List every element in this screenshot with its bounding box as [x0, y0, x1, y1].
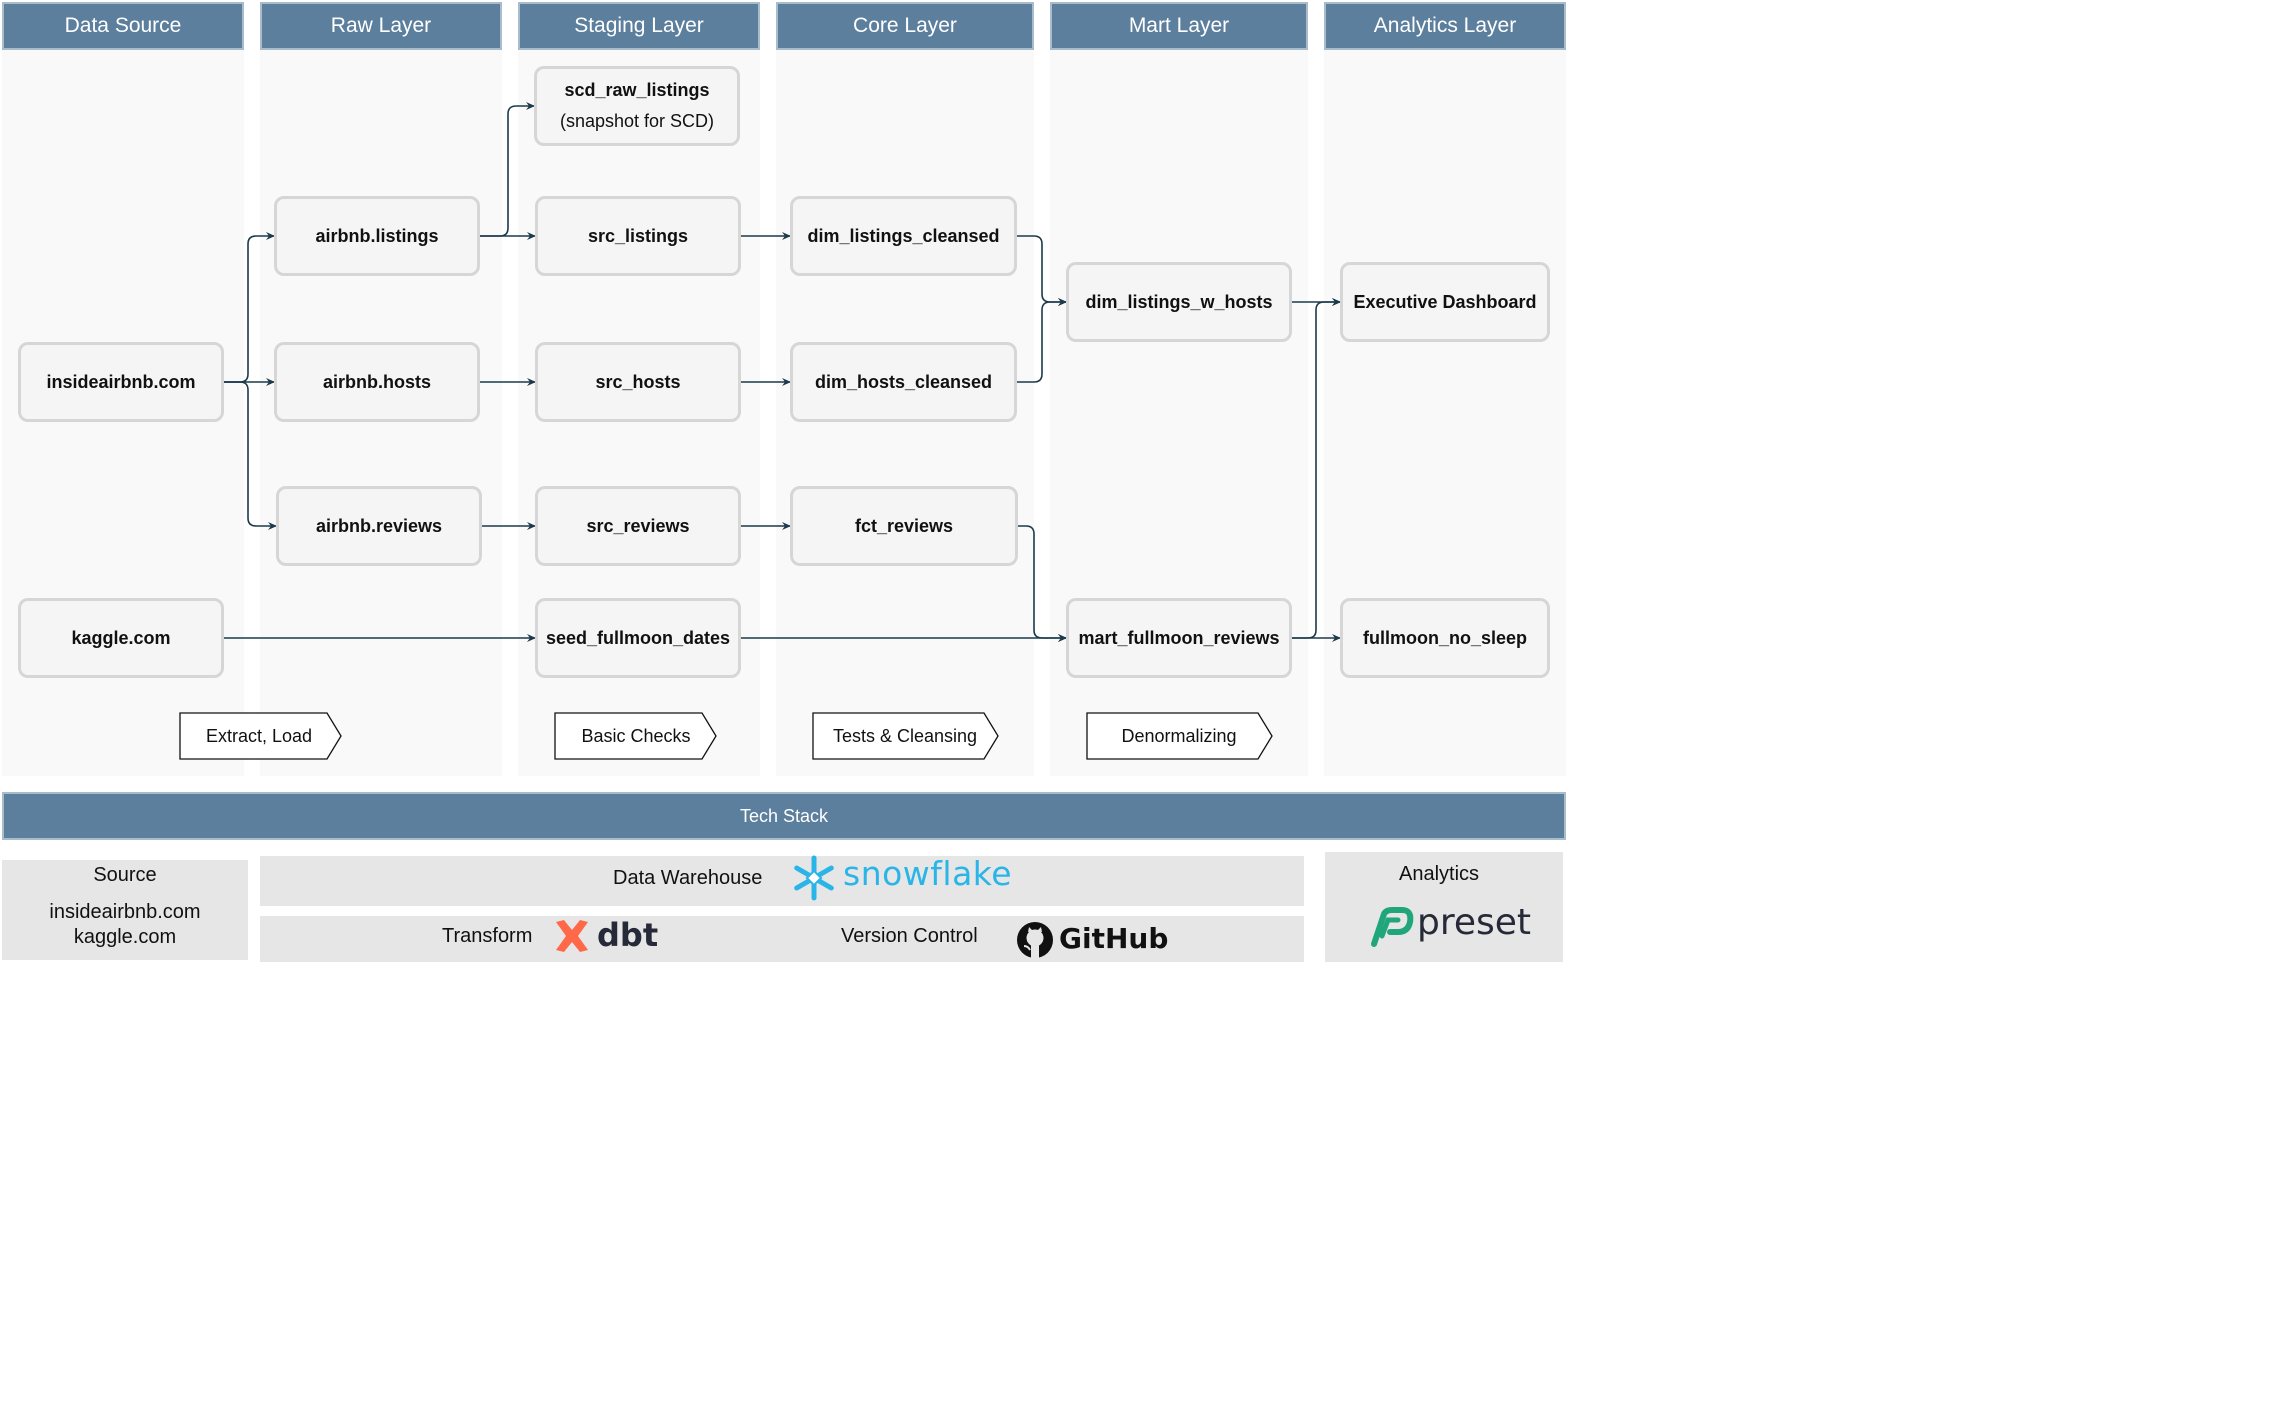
tech-stack-bar: Tech Stack: [2, 792, 1566, 840]
step-label: Extract, Load: [205, 725, 313, 746]
header-analytics-layer: Analytics Layer: [1324, 2, 1566, 50]
source-item-insideairbnb: insideairbnb.com: [49, 901, 201, 923]
node-label: fct_reviews: [854, 515, 954, 536]
source-label: Source: [93, 864, 157, 886]
source-item-kaggle: kaggle.com: [73, 926, 177, 948]
transform-panel: [260, 916, 1304, 962]
step-label: Basic Checks: [581, 725, 691, 746]
node-label: seed_fullmoon_dates: [545, 627, 731, 648]
header-data-source: Data Source: [2, 2, 244, 50]
header-mart-layer: Mart Layer: [1050, 2, 1308, 50]
edge-fct-reviews-to-mart-fullmoon-reviews: [1018, 525, 1067, 642]
step-basic-checks: Basic Checks: [554, 712, 718, 760]
node-label: src_reviews: [586, 515, 690, 536]
source-panel: [2, 860, 248, 960]
edge-dim-hosts-cleansed-to-dim-listings-w-hosts: [1016, 298, 1067, 383]
node-label: fullmoon_no_sleep: [1362, 627, 1528, 648]
node-label: kaggle.com: [71, 627, 171, 648]
node-src-hosts[interactable]: src_hosts: [535, 342, 741, 422]
node-airbnb-reviews[interactable]: airbnb.reviews: [276, 486, 482, 566]
node-label: airbnb.listings: [315, 225, 439, 246]
github-icon: [1017, 922, 1053, 958]
step-tests-cleansing: Tests & Cleansing: [812, 712, 1000, 760]
step-extract-load: Extract, Load: [179, 712, 343, 760]
header-staging-layer: Staging Layer: [518, 2, 760, 50]
node-fullmoon-no-sleep[interactable]: fullmoon_no_sleep: [1340, 598, 1550, 678]
node-src-listings[interactable]: src_listings: [535, 196, 741, 276]
node-dim-listings-cleansed[interactable]: dim_listings_cleansed: [790, 196, 1017, 276]
node-executive-dashboard[interactable]: Executive Dashboard: [1340, 262, 1550, 342]
edge-mart-fullmoon-reviews-to-executive-dashboard: [1292, 298, 1341, 639]
node-label: mart_fullmoon_reviews: [1078, 627, 1280, 648]
step-denormalizing: Denormalizing: [1086, 712, 1276, 760]
node-fct-reviews[interactable]: fct_reviews: [790, 486, 1018, 566]
node-label: airbnb.hosts: [322, 371, 431, 392]
step-label: Tests & Cleansing: [832, 725, 978, 746]
flow-edges: [224, 102, 1341, 642]
header-core-layer: Core Layer: [776, 2, 1034, 50]
data-warehouse-label: Data Warehouse: [613, 867, 763, 889]
node-dim-listings-w-hosts[interactable]: dim_listings_w_hosts: [1066, 262, 1292, 342]
dbt-icon: [556, 920, 588, 952]
step-label: Denormalizing: [1121, 725, 1237, 746]
preset-logo-text: preset: [1417, 902, 1532, 943]
node-label: Executive Dashboard: [1353, 291, 1537, 312]
node-sublabel: (snapshot for SCD): [559, 111, 715, 131]
github-logo-text: GitHub: [1059, 922, 1169, 955]
node-airbnb-listings[interactable]: airbnb.listings: [274, 196, 480, 276]
node-label: dim_listings_w_hosts: [1085, 291, 1273, 312]
node-label: src_listings: [587, 225, 689, 246]
node-airbnb-hosts[interactable]: airbnb.hosts: [274, 342, 480, 422]
data-warehouse-panel: [260, 856, 1304, 906]
node-kaggle[interactable]: kaggle.com: [18, 598, 224, 678]
edge-airbnb-listings-to-scd-raw-listings: [480, 102, 535, 237]
edge-dim-listings-cleansed-to-dim-listings-w-hosts: [1016, 235, 1067, 306]
node-dim-hosts-cleansed[interactable]: dim_hosts_cleansed: [790, 342, 1017, 422]
node-label: airbnb.reviews: [315, 515, 443, 536]
node-seed-fullmoon-dates[interactable]: seed_fullmoon_dates: [535, 598, 741, 678]
dbt-logo-text: dbt: [597, 916, 659, 954]
node-label: dim_listings_cleansed: [807, 225, 1000, 246]
header-raw-layer: Raw Layer: [260, 2, 502, 50]
edge-insideairbnb-to-airbnb-listings: [224, 232, 275, 383]
version-control-label: Version Control: [841, 925, 978, 947]
node-mart-fullmoon-reviews[interactable]: mart_fullmoon_reviews: [1066, 598, 1292, 678]
preset-icon: [1371, 907, 1414, 947]
node-label: dim_hosts_cleansed: [814, 371, 993, 392]
node-label: scd_raw_listings: [564, 80, 710, 100]
node-label: insideairbnb.com: [46, 371, 196, 392]
analytics-panel: [1325, 852, 1563, 962]
node-src-reviews[interactable]: src_reviews: [535, 486, 741, 566]
transform-label: Transform: [442, 925, 533, 947]
snowflake-icon: [794, 855, 834, 901]
node-label: src_hosts: [595, 371, 681, 392]
node-insideairbnb[interactable]: insideairbnb.com: [18, 342, 224, 422]
edge-insideairbnb-to-airbnb-reviews: [224, 381, 277, 530]
node-scd-raw-listings[interactable]: scd_raw_listings (snapshot for SCD): [534, 66, 740, 146]
analytics-label: Analytics: [1398, 863, 1480, 885]
snowflake-logo-text: snowflake: [843, 854, 1013, 893]
